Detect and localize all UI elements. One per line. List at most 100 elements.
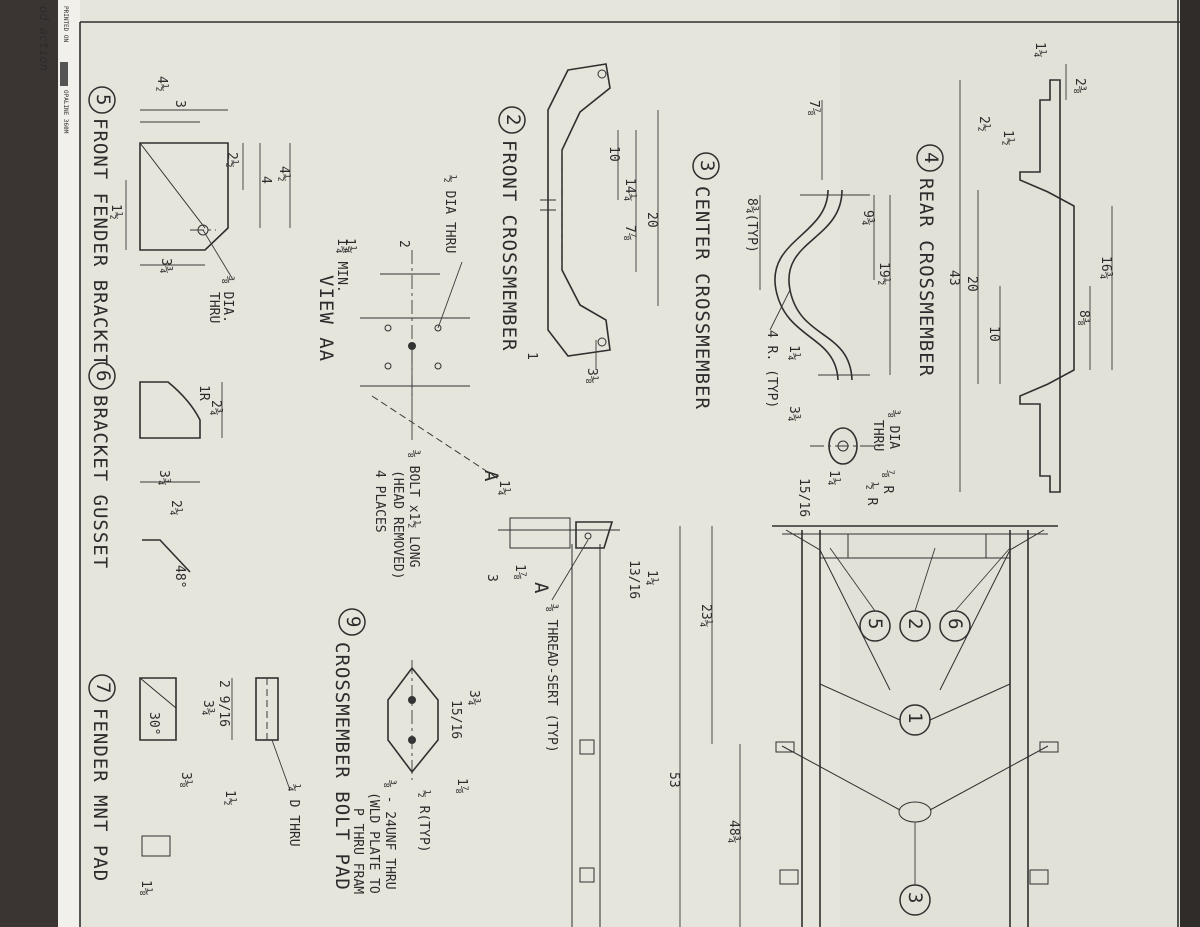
part-5-dim-45b-label: 4½ xyxy=(276,166,291,182)
part-9-num: 9 xyxy=(342,616,364,628)
frame-xbrace-1 xyxy=(819,683,901,721)
section-dim-1316: 13/16 xyxy=(626,560,641,599)
part-4-dim-238-label: 2⅜ xyxy=(1072,78,1087,94)
part-9-hole-top xyxy=(408,696,416,704)
part-3-dim-195-label: 19½ xyxy=(876,262,891,286)
part-7-num: 7 xyxy=(92,682,114,694)
part-3-center-crossmember: 3 CENTER CROSSMEMBER 7⅞ 19½ 9¾ 8¾(TYP) 4… xyxy=(691,100,901,517)
part-2-front-crossmember: 2 FRONT CROSSMEMBER 20 14¼ 10 7⅞ 3⅛ 1 xyxy=(498,63,659,384)
part-5-dim-4-label: 4 xyxy=(258,176,273,184)
part-7-hole-leader xyxy=(271,739,291,791)
part-4-num: 4 xyxy=(920,152,942,164)
left-binding-margin xyxy=(0,0,58,927)
frame-mount-left-rear xyxy=(779,869,799,885)
part-7-end-view xyxy=(141,835,171,857)
part-6-side-view xyxy=(142,539,191,573)
part-7-bevel xyxy=(139,677,177,709)
part-9-unf-note-3: P THRU FRAM xyxy=(350,808,365,894)
part-5-dim-15-label: 1½ xyxy=(108,204,123,220)
part-9-unf-note-1: ⅜ - 24UNF THRU xyxy=(382,780,397,890)
part-5-dim-3-label: 3 xyxy=(172,100,187,108)
part-2-hole-bottom xyxy=(597,337,607,347)
part-3-curve-inner xyxy=(774,189,839,381)
part-4-outline xyxy=(1019,79,1075,493)
frame-mount-right-rear xyxy=(1029,869,1049,885)
part-6-angle: 48° xyxy=(172,565,187,588)
frame-dim-53-label: 53 xyxy=(666,772,681,788)
part-6-outline xyxy=(139,381,201,439)
callout-2: 2 xyxy=(904,618,926,630)
part-5-title: FRONT FENDER BRACKET xyxy=(89,118,111,367)
frame-left-gusset xyxy=(785,529,891,691)
part-3-radius-leader xyxy=(769,289,791,331)
part-9-dim-1516: 15/16 xyxy=(448,700,463,739)
margin-label: od action xyxy=(37,6,51,71)
part-3-num: 3 xyxy=(696,160,718,172)
part-4-dim-15-label: 1½ xyxy=(1000,130,1015,146)
part-5-bend-line xyxy=(139,142,206,229)
part-7-dim-29-label: 2 9/16 xyxy=(216,680,231,727)
callout-2-leader xyxy=(914,547,936,612)
view-aa-half-dia-leader xyxy=(437,261,463,329)
frame-side-mount-b xyxy=(579,867,595,883)
view-aa-min-note: 1¾ MIN. xyxy=(334,238,349,293)
part-6-circle xyxy=(88,362,116,390)
part-9-title: CROSSMEMBER BOLT PAD xyxy=(331,642,353,891)
section-insert-hole xyxy=(584,532,592,540)
thread-sert-leader xyxy=(551,539,589,601)
frame-xbrace-2 xyxy=(929,683,1011,721)
part-3-dim-125-label: 1¼ xyxy=(786,345,801,361)
part-9-dim-178: 1⅞ xyxy=(454,778,469,794)
frame-xbrace-3 xyxy=(781,745,901,811)
part-4-dim-838-label: 8⅜ xyxy=(1076,310,1091,326)
part-3-dim-78-label: 7⅞ xyxy=(806,100,821,116)
part-9-radius-note: ½ R(TYP) xyxy=(416,790,431,853)
section-a-label-bottom: A xyxy=(530,582,552,594)
part-3-title: CENTER CROSSMEMBER xyxy=(691,186,713,410)
part-4-title: REAR CROSSMEMBER xyxy=(915,178,937,377)
part-2-dim-78-label: 7⅞ xyxy=(622,225,637,241)
part-6-radius-label: 1R xyxy=(196,385,211,401)
part-2-dim-10-label: 10 xyxy=(606,146,621,162)
view-aa-half-dia-note: ½ DIA THRU xyxy=(442,175,457,253)
part-2-hole-top xyxy=(597,69,607,79)
part-4-dim-10-label: 10 xyxy=(986,326,1001,342)
part-2-dim-38-label: 3⅛ xyxy=(584,368,599,384)
part-6-side-dim: 2¼ xyxy=(168,500,183,516)
thread-sert-note: ⅜ THREAD-SERT (TYP) xyxy=(544,604,559,753)
part-3-r78-note: ⅞ R xyxy=(880,470,895,494)
callout-1-circle xyxy=(899,704,931,736)
part-3-dim-975-label: 9¾ xyxy=(860,210,875,226)
part-6-width-label: 3¾ xyxy=(156,470,171,486)
section-dim-178: 1⅞ xyxy=(512,564,527,580)
section-aa-detail: A A 1¼ 1⅞ 3 13/16 1¼ ⅜ THREAD-SERT (TYP) xyxy=(480,470,659,753)
callout-5: 5 xyxy=(864,618,886,630)
part-3-radius-note: 4 R. (TYP) xyxy=(764,330,779,408)
part-6-bracket-gusset: 6 BRACKET GUSSET 1R 2¾ 3¾ 2¼ 48° xyxy=(88,362,223,588)
part-7-dim-38-label: 3⅛ xyxy=(178,772,193,788)
part-4-dim-25-label: 2½ xyxy=(976,116,991,132)
section-a-label-top: A xyxy=(480,470,502,482)
section-dim-125: 1¼ xyxy=(496,480,511,496)
printed-on-label: PRINTED ON xyxy=(62,6,69,43)
view-aa-bolt-note-1: ⅜ BOLT x1½ LONG xyxy=(406,450,421,568)
left-white-strip xyxy=(58,0,80,927)
part-9-circle xyxy=(338,608,366,636)
frame-dim-2325-label: 23¼ xyxy=(698,604,713,628)
right-dark-edge xyxy=(1180,0,1200,927)
section-block xyxy=(509,517,571,549)
view-aa-section-leader xyxy=(371,395,501,481)
part-7-circle xyxy=(88,674,116,702)
view-aa-detail: VIEW AA 1¾ MIN. 2 1¼ ½ DIA THRU ⅜ BOLT x… xyxy=(315,175,501,580)
view-aa-bolt-1 xyxy=(384,324,392,332)
part-3-thru-note: THRU xyxy=(870,420,885,451)
main-frame-assembly: 53 23¼ 48¾ xyxy=(571,525,1059,927)
part-4-dim-43-label: 43 xyxy=(946,270,961,286)
part-5-num: 5 xyxy=(92,94,114,106)
part-2-title: FRONT CROSSMEMBER xyxy=(498,140,520,351)
part-4-dim-top-label: 1¼ xyxy=(1032,42,1047,58)
callout-6-leader xyxy=(954,547,1011,612)
callout-1: 1 xyxy=(904,712,926,724)
part-3-dim-875-label: 8¾(TYP) xyxy=(744,198,759,253)
